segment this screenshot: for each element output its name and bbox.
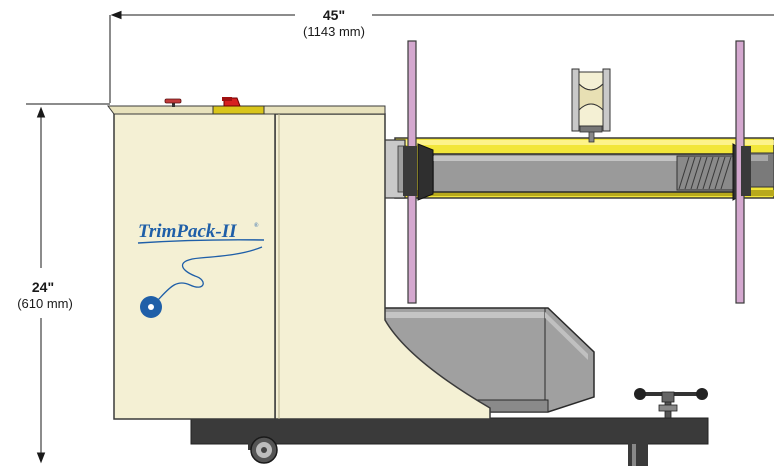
guide-roller-assembly	[571, 68, 611, 143]
control-knob-icon	[164, 98, 182, 107]
logo-ribbon	[154, 246, 263, 304]
height-dimension-metric: (610 mm)	[17, 296, 73, 311]
shaft-shadow	[395, 190, 774, 196]
width-dimension-value: 45"	[323, 7, 345, 23]
caster-wheel-icon	[250, 436, 278, 464]
reel-icon	[140, 296, 162, 318]
left-flange-hub	[403, 146, 417, 196]
handwheel-icon	[634, 388, 708, 419]
height-arrow-top-icon	[36, 106, 46, 118]
height-arrow-bottom-icon	[36, 452, 46, 464]
rear-leg	[628, 440, 648, 466]
width-dimension-metric: (1143 mm)	[303, 24, 365, 39]
left-flange	[403, 40, 434, 304]
cabinet-right-section	[274, 113, 491, 420]
shaft-stub-highlight	[748, 155, 768, 161]
right-flange-hub	[741, 146, 751, 196]
roll-core-highlight	[433, 156, 743, 161]
threaded-section	[676, 155, 736, 191]
shaft-highlight	[395, 140, 774, 145]
height-dimension	[26, 103, 110, 464]
hub-coupling	[382, 139, 407, 199]
logo-underline	[137, 239, 265, 244]
width-arrow-left-icon	[110, 10, 122, 20]
trimpack-logo: TrimPack-II ®	[137, 221, 265, 318]
rear-leg-highlight	[632, 444, 636, 466]
cabinet-front-door	[113, 112, 276, 420]
width-dimension	[109, 10, 774, 103]
height-dimension-value: 24"	[32, 279, 54, 295]
logo-registered-mark: ®	[254, 222, 259, 229]
logo-wordmark: TrimPack-II	[138, 221, 237, 242]
cabinet	[107, 105, 491, 420]
main-shaft	[394, 137, 774, 199]
right-flange	[732, 40, 751, 304]
emergency-stop-icon	[212, 97, 265, 115]
